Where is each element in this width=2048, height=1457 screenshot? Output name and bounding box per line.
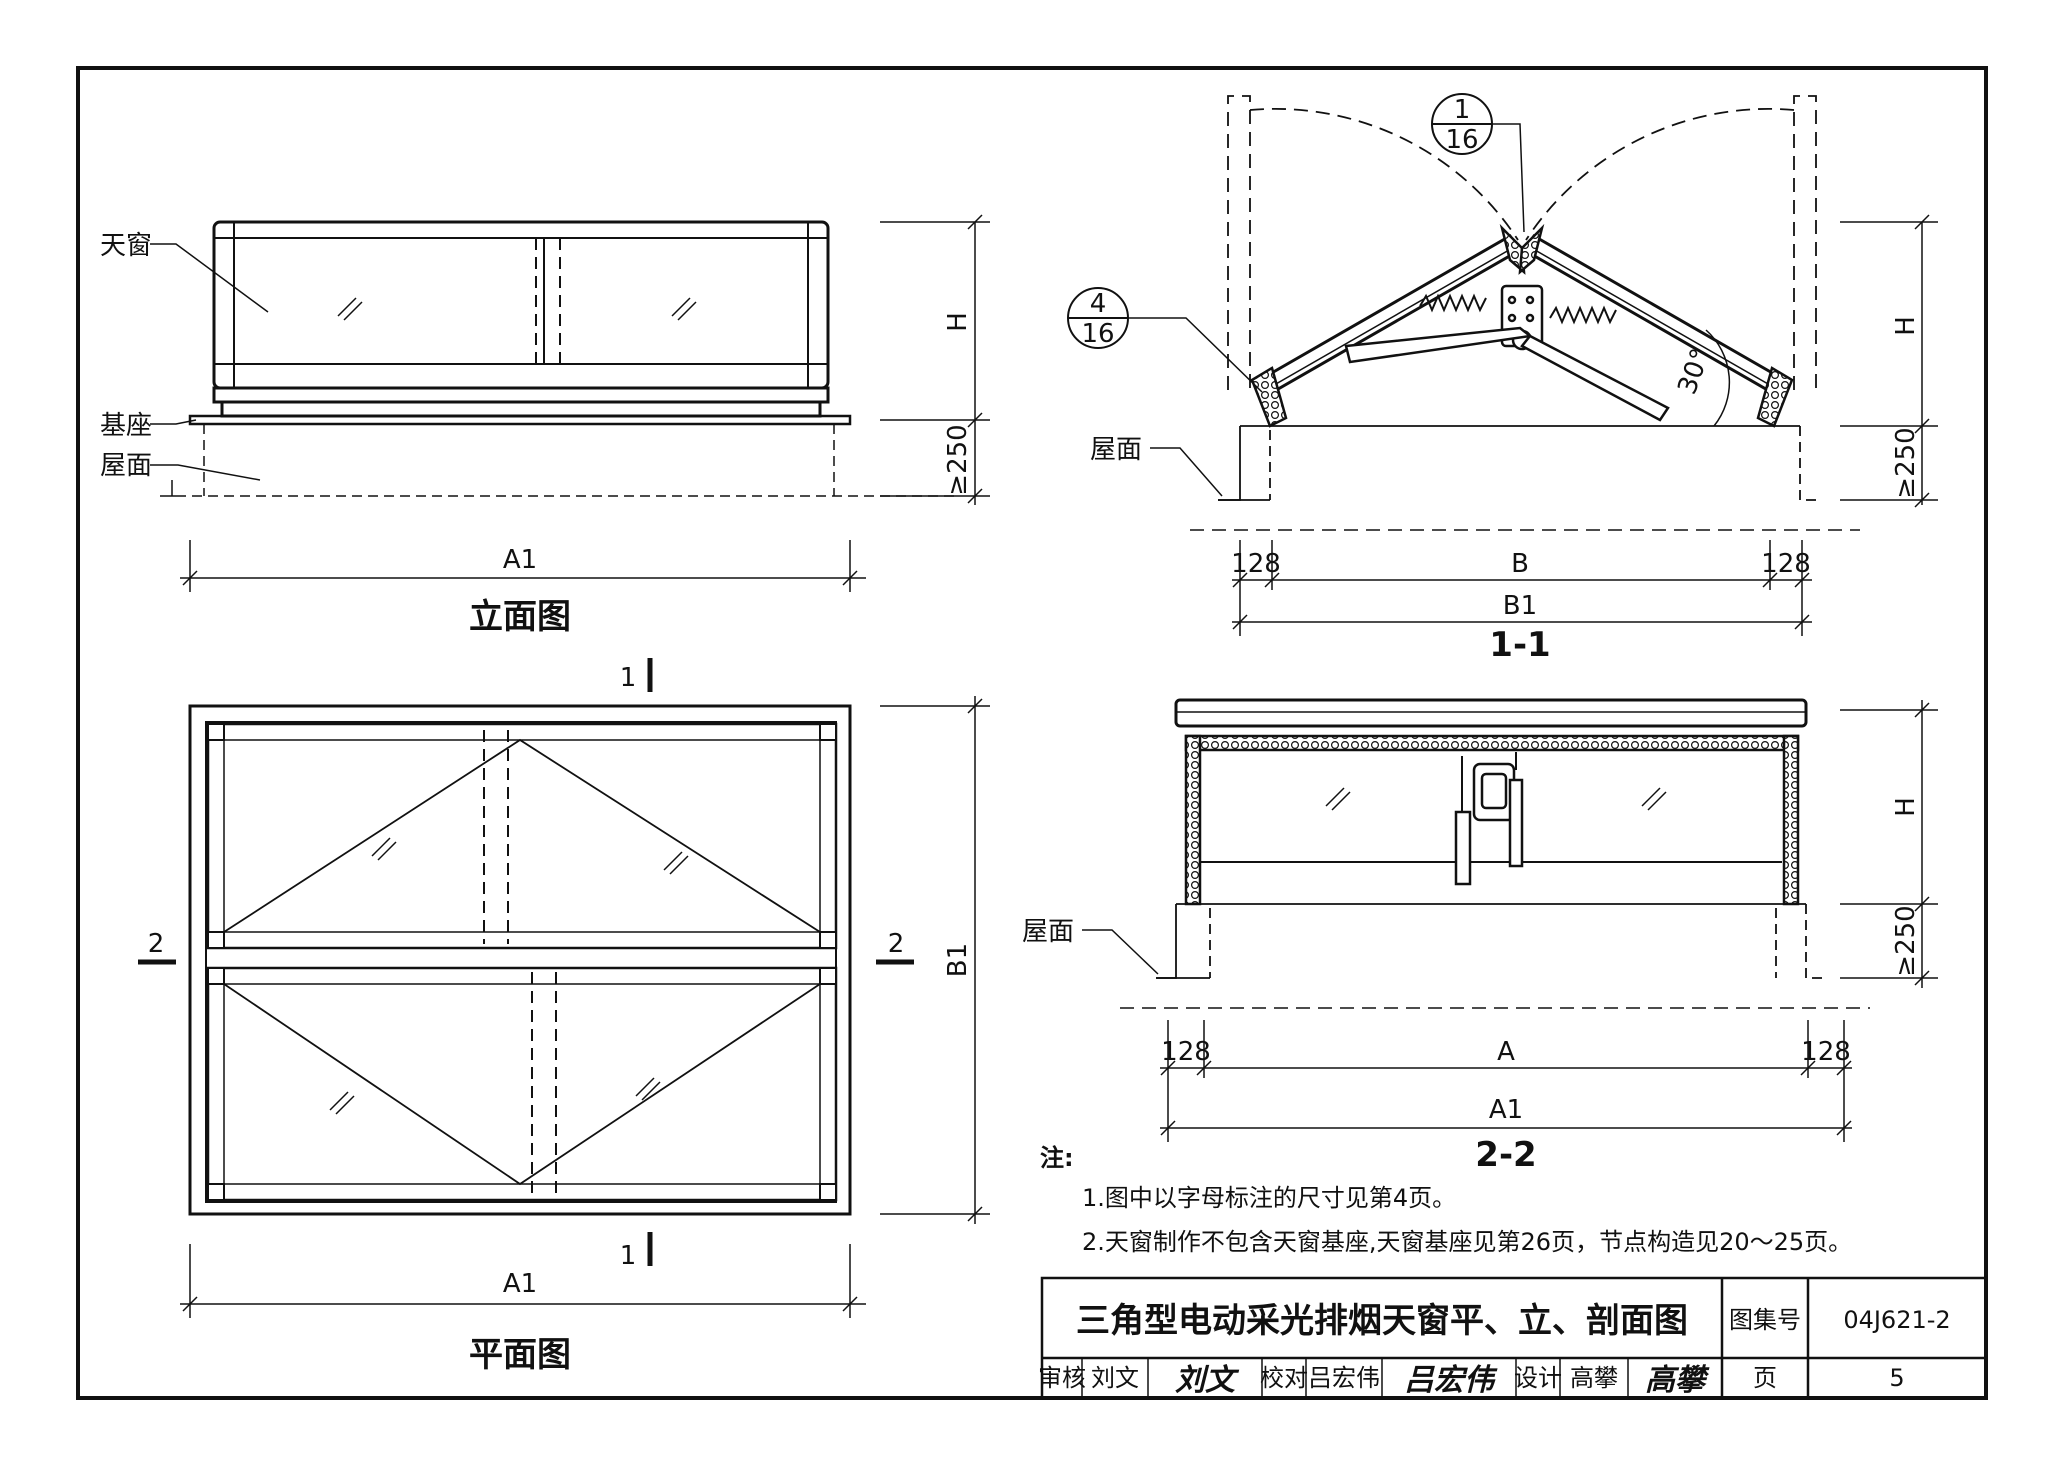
note-1: 1.图中以字母标注的尺寸见第4页。: [1082, 1184, 1456, 1212]
detail-ref-b-page: 16: [1081, 319, 1114, 349]
elevation-height-dims: [880, 214, 990, 505]
elevation-skylight: [188, 220, 852, 426]
dim-128-left-2: 128: [1161, 1037, 1211, 1067]
sash-left: [1253, 234, 1523, 398]
section-1-height-dims: [1840, 214, 1938, 508]
check-label: 校对: [1260, 1364, 1308, 1392]
page-number: 5: [1889, 1364, 1904, 1392]
actuator-2: [1454, 752, 1524, 886]
end-frames-1: [1250, 223, 1794, 428]
elevation-width-dim: [180, 540, 866, 592]
elevation-view: 天窗 基座 屋面 H ≥250 A1 立面图: [100, 214, 990, 637]
title-block: 三角型电动采光排烟天窗平、立、剖面图 图集号 04J621-2 审核 刘文 刘文…: [1038, 1276, 1988, 1400]
detail-ref-a-page: 16: [1445, 125, 1478, 155]
dim-A-section-2: A: [1497, 1037, 1515, 1067]
label-roof-section-1: 屋面: [1090, 435, 1142, 465]
section-2-glass-hatch: [1325, 787, 1667, 811]
dim-A1-section-2: A1: [1489, 1095, 1523, 1125]
dim-min-curb-section-1: ≥250: [1891, 427, 1921, 498]
leader-roof-section-2: [1082, 929, 1159, 975]
dim-128-right-2: 128: [1801, 1037, 1851, 1067]
dim-min-curb-section-2: ≥250: [1891, 905, 1921, 976]
roof-line-section-2: [1156, 903, 1826, 979]
plan-center-mullion: [483, 730, 557, 1196]
label-roof-elevation: 屋面: [100, 451, 152, 481]
drawing-title: 三角型电动采光排烟天窗平、立、剖面图: [1076, 1301, 1688, 1341]
open-swing-dashed: [1227, 95, 1817, 390]
label-skylight: 天窗: [100, 231, 152, 261]
dim-B-section-1: B: [1511, 549, 1529, 579]
dim-H-section-2: H: [1891, 797, 1921, 817]
review-label: 审核: [1038, 1364, 1086, 1392]
dim-A1-elevation: A1: [503, 545, 537, 575]
angle-arc: [1705, 329, 1731, 427]
section-2-frame: [1174, 698, 1808, 863]
section-mark-1-bottom: 1: [620, 1241, 637, 1271]
label-base: 基座: [100, 411, 152, 441]
plan-glass-hatch: [329, 837, 689, 1115]
section-2-height-dims: [1840, 700, 1938, 988]
title-section-2-2: 2-2: [1475, 1135, 1536, 1175]
section-mark-2-right: 2: [888, 929, 905, 959]
designer-name: 高攀: [1570, 1364, 1618, 1392]
detail-ref-b-num: 4: [1090, 289, 1107, 319]
plan-diagonals: [223, 738, 821, 1186]
dim-128-left-1: 128: [1231, 549, 1281, 579]
detail-ref-a-num: 1: [1454, 95, 1471, 125]
dim-min-curb-elevation: ≥250: [943, 424, 973, 495]
plan-height-dim: [880, 696, 990, 1224]
title-section-1-1: 1-1: [1489, 625, 1550, 665]
notes-heading: 注:: [1040, 1144, 1074, 1172]
actuator-1: [1344, 284, 1670, 422]
section-1-1: 30° 1 16 4 16 屋面 H ≥250: [1067, 93, 1938, 665]
notes: 注: 1.图中以字母标注的尺寸见第4页。 2.天窗制作不包含天窗基座,天窗基座见…: [1040, 1144, 1852, 1256]
dim-128-right-1: 128: [1761, 549, 1811, 579]
label-roof-section-2: 屋面: [1022, 917, 1074, 947]
dim-B1-plan: B1: [943, 943, 973, 977]
dim-A1-plan: A1: [503, 1269, 537, 1299]
detail-ref-4-16: [1067, 287, 1263, 393]
reviewer-name: 刘文: [1091, 1364, 1139, 1392]
section-1-width-dims: [1232, 540, 1812, 636]
dim-B1-section-1: B1: [1503, 591, 1537, 621]
roof-line-section-1: [1218, 425, 1822, 501]
dim-H-elevation: H: [943, 312, 973, 332]
title-elevation: 立面图: [469, 597, 571, 637]
atlas-label: 图集号: [1729, 1306, 1801, 1334]
note-2: 2.天窗制作不包含天窗基座,天窗基座见第26页，节点构造见20～25页。: [1082, 1228, 1852, 1256]
section-2-insulation: [1184, 734, 1800, 906]
leader-roof-section-1: [1150, 447, 1223, 497]
section-marks-plan: [138, 658, 914, 1266]
plan-corner-blocks: [207, 723, 837, 1201]
page-label: 页: [1753, 1364, 1777, 1392]
plan-width-dim: [180, 1244, 866, 1318]
elevation-curb: [176, 424, 956, 497]
plan-view: 1 1 2 2 B1 A1 平面图: [138, 658, 990, 1375]
section-mark-2-left: 2: [148, 929, 165, 959]
design-label: 设计: [1514, 1364, 1562, 1392]
section-2-width-dims: [1160, 1020, 1852, 1142]
designer-signature: 高攀: [1645, 1363, 1710, 1398]
plan-outline: [188, 704, 852, 1216]
checker-name: 吕宏伟: [1308, 1364, 1380, 1392]
springs-1: [1419, 293, 1617, 325]
checker-signature: 吕宏伟: [1404, 1363, 1498, 1398]
detail-ref-1-16: [1431, 93, 1525, 233]
title-plan: 平面图: [469, 1335, 571, 1375]
dim-angle: 30°: [1672, 345, 1716, 399]
atlas-number: 04J621-2: [1843, 1306, 1950, 1334]
section-2-2: 屋面 H ≥250 128 128 A A1 2-2: [1022, 698, 1938, 1175]
sheet-border: [76, 66, 1988, 1400]
section-mark-1-top: 1: [620, 663, 637, 693]
glass-hatch: [337, 297, 697, 321]
reviewer-signature: 刘文: [1175, 1363, 1240, 1398]
dim-H-section-1: H: [1891, 316, 1921, 336]
elevation-leaders: [150, 243, 269, 481]
